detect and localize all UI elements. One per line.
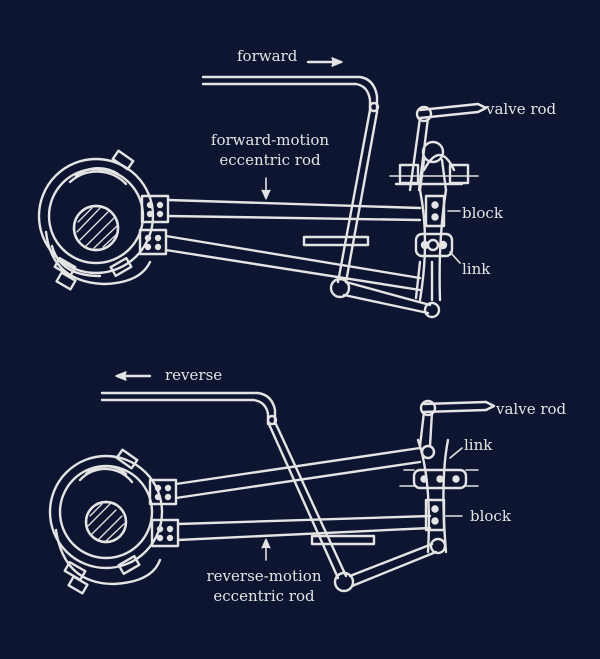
reverse-valve-rod — [418, 399, 496, 448]
forward-direction-label: forward — [237, 47, 298, 65]
reverse-eccentric-rod-label-line1: reverse-motion — [206, 567, 322, 585]
reverse-link-label: link — [464, 436, 493, 454]
reverse-arrow-icon — [115, 371, 152, 381]
forward-valve-rod-label: valve rod — [486, 100, 557, 118]
forward-rod-ends — [138, 194, 170, 256]
reverse-rod-ends — [148, 478, 180, 548]
forward-expansion-link — [414, 140, 461, 302]
reverse-expansion-link — [399, 438, 479, 554]
forward-backward-eccentric-rod — [164, 234, 422, 292]
forward-lifting-link — [302, 235, 441, 319]
forward-guide-bracket — [389, 153, 479, 186]
reverse-direction-label: reverse — [165, 366, 223, 384]
forward-eccentric-rod-label-line1: forward-motion — [210, 131, 330, 149]
forward-link-label: link — [462, 260, 491, 278]
forward-arrow-icon — [306, 57, 343, 67]
forward-motion-eccentric-rod — [166, 198, 422, 222]
reverse-mechanism — [48, 371, 496, 595]
forward-reach-rod — [201, 75, 380, 284]
reverse-forward-eccentric-rod — [174, 446, 422, 500]
forward-eccentric-sheave — [37, 149, 155, 291]
forward-mechanism — [37, 57, 488, 319]
reverse-eccentric-rod-label-line2: eccentric rod — [213, 587, 315, 605]
reverse-reach-rod — [100, 391, 348, 580]
reverse-rod-pointer-icon — [261, 538, 271, 561]
forward-block-label: block — [462, 204, 503, 222]
forward-eccentric-rod-label-line2: eccentric rod — [219, 151, 321, 169]
reverse-motion-eccentric-rod — [176, 514, 432, 542]
reverse-valve-rod-label: valve rod — [496, 400, 567, 418]
forward-rod-pointer-icon — [261, 177, 271, 200]
reverse-eccentric-sheave — [48, 448, 164, 595]
reverse-block-label: block — [470, 507, 511, 525]
